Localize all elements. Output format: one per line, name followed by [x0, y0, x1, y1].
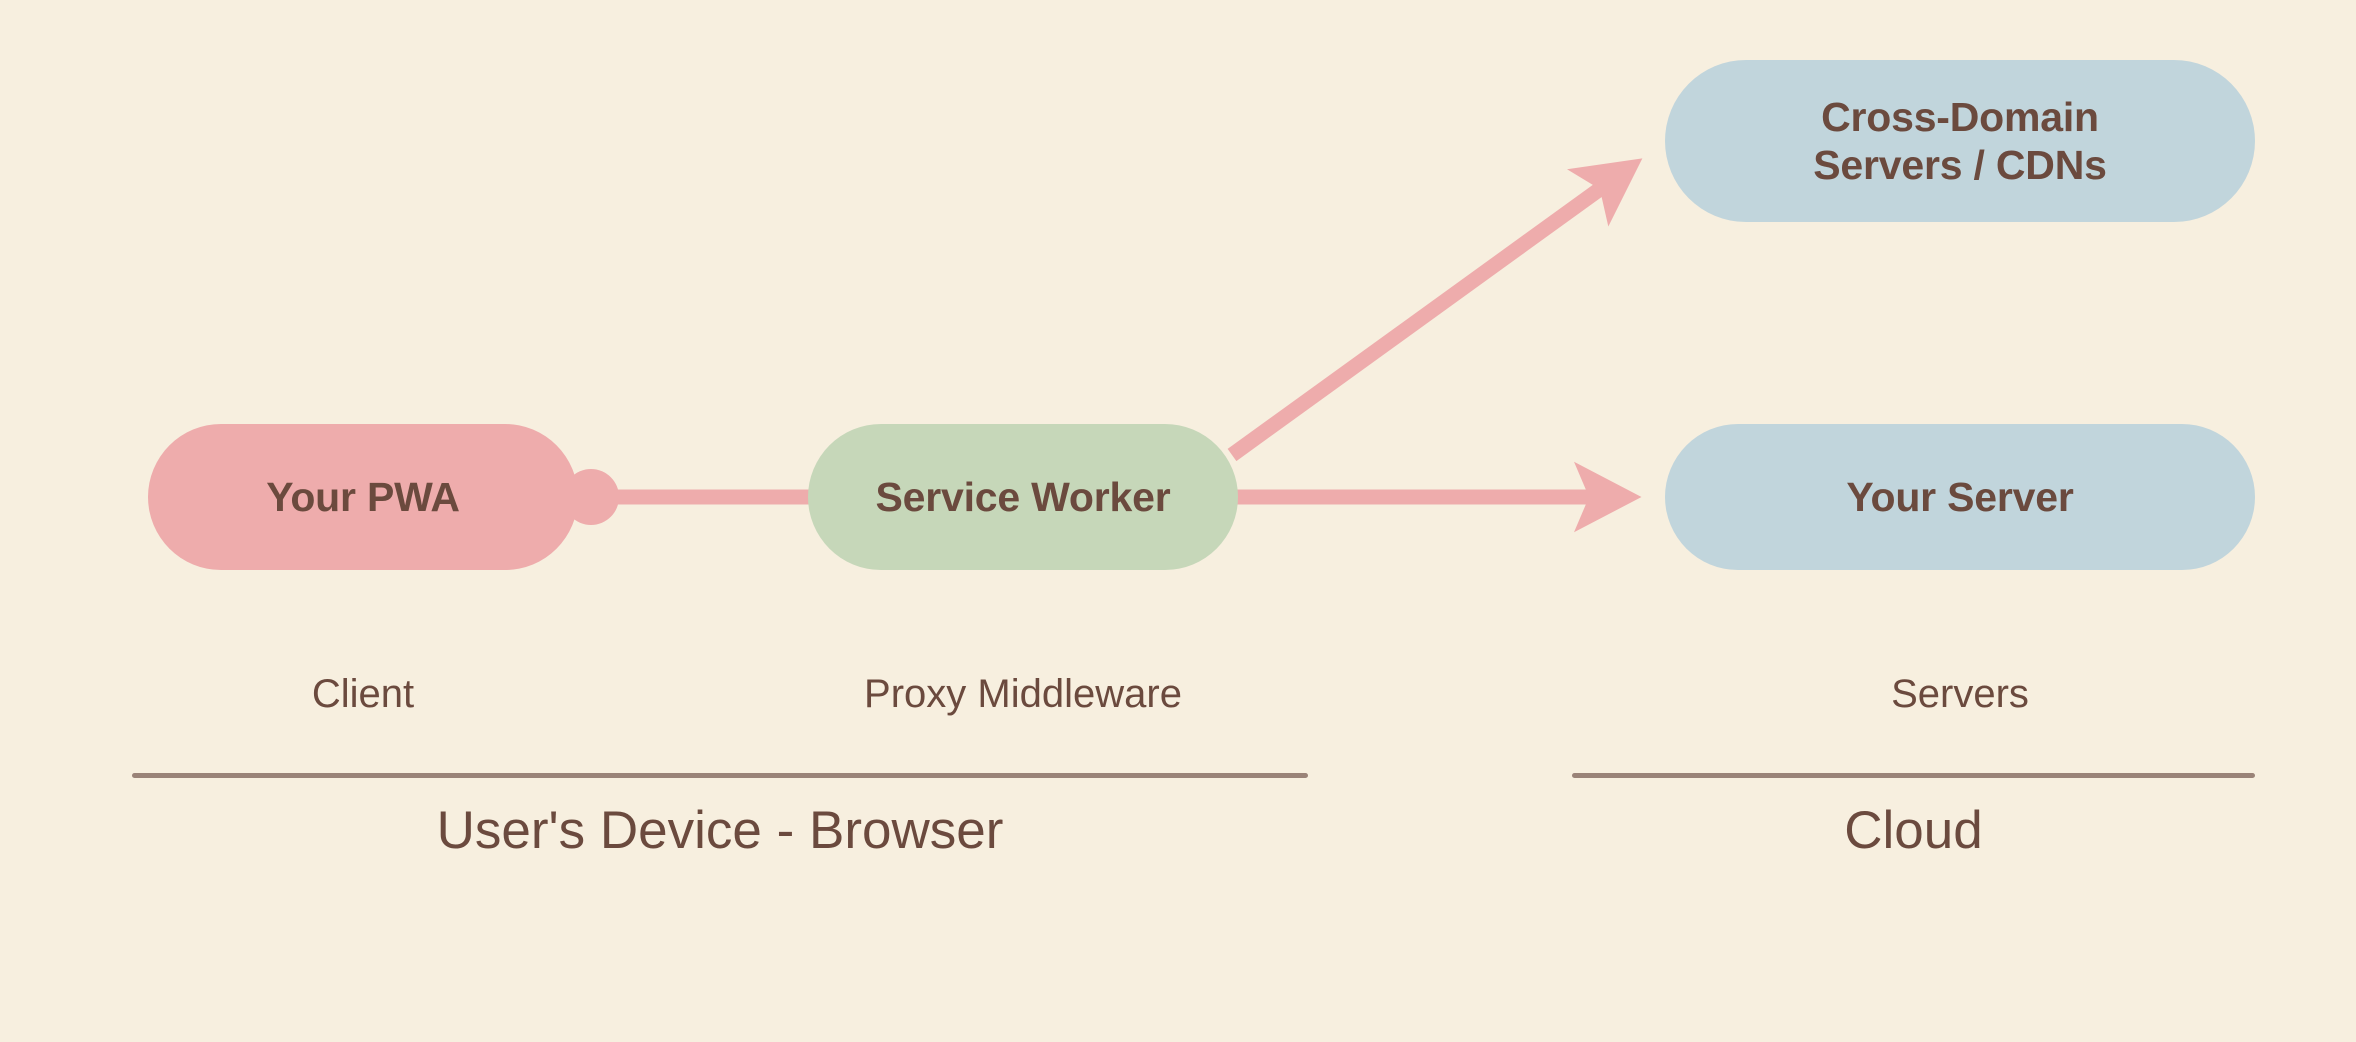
node-service-worker[interactable]: Service Worker: [808, 424, 1238, 570]
edge-line-service-worker-cross-domain: [1227, 158, 1643, 462]
node-service-worker-label: Service Worker: [875, 473, 1171, 520]
node-your-server[interactable]: Your Server: [1665, 424, 2255, 570]
edge-pwa-to-service-worker: [563, 469, 830, 525]
edge-start-dot-icon: [563, 469, 619, 525]
sublabel-servers: Servers: [1891, 672, 2029, 716]
sublabel-client: Client: [311, 672, 415, 716]
divider-browser: [132, 773, 1308, 778]
group-label-users-device-browser: User's Device - Browser: [436, 801, 1004, 860]
divider-cloud: [1572, 773, 2255, 778]
node-cross-domain-servers-cdns-label: Cross-Domain Servers / CDNs: [1813, 93, 2107, 188]
sublabel-proxy-middleware: Proxy Middleware: [864, 672, 1182, 716]
group-label-cloud: Cloud: [1844, 801, 1983, 860]
node-your-pwa-label: Your PWA: [266, 473, 460, 520]
node-your-pwa[interactable]: Your PWA: [148, 424, 578, 570]
node-cross-domain-servers-cdns[interactable]: Cross-Domain Servers / CDNs: [1665, 60, 2255, 222]
edge-service-worker-to-cross-domain: [1227, 158, 1643, 462]
node-your-server-label: Your Server: [1846, 473, 2074, 520]
